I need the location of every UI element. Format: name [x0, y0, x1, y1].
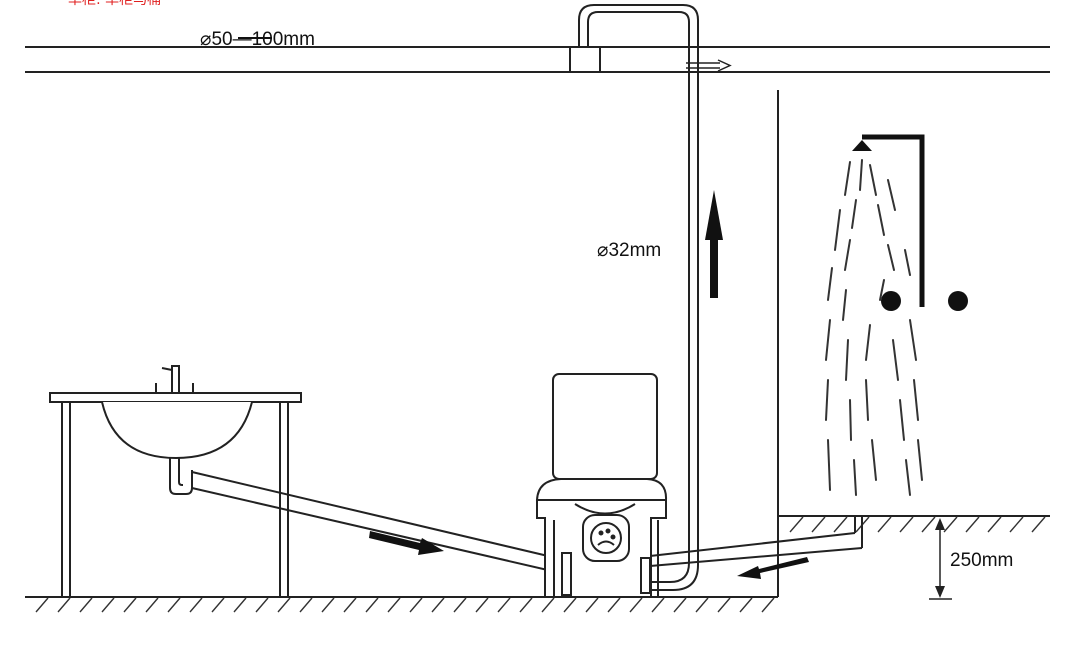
water-stream: [859, 159, 863, 191]
shower-valve-left: [881, 291, 901, 311]
hatch-mark: [585, 597, 599, 613]
hatch-mark: [365, 597, 379, 613]
hatch-mark: [877, 516, 892, 533]
hatch-mark: [321, 597, 335, 613]
hatch-mark: [255, 597, 269, 613]
hatch-mark: [211, 597, 225, 613]
sink-flow-arrow: [369, 531, 444, 555]
hatch-mark: [431, 597, 445, 613]
hatch-mark: [145, 597, 159, 613]
hatch-mark: [453, 597, 467, 613]
water-stream: [827, 439, 831, 491]
water-stream: [917, 439, 923, 481]
hatch-mark: [607, 597, 621, 613]
hatch-mark: [101, 597, 115, 613]
hatch-mark: [899, 516, 914, 533]
hatch-mark: [673, 597, 687, 613]
water-stream: [849, 399, 852, 441]
water-stream: [905, 459, 911, 496]
shower-valve-right: [948, 291, 968, 311]
water-stream: [913, 379, 919, 421]
toilet-macerator-unit: [535, 373, 668, 598]
sink-drain-pipe: [191, 471, 566, 575]
water-stream: [842, 289, 847, 321]
hatch-mark: [563, 597, 577, 613]
hatch-mark: [651, 597, 665, 613]
hatch-mark: [189, 597, 203, 613]
water-stream: [845, 339, 849, 381]
sink-icon: [49, 365, 302, 596]
hatch-mark: [167, 597, 181, 613]
hatch-mark: [475, 597, 489, 613]
water-stream: [865, 379, 869, 421]
hatch-mark: [277, 597, 291, 613]
water-stream: [825, 319, 831, 361]
water-stream: [827, 267, 833, 301]
water-stream: [869, 164, 877, 196]
floor-height-label: 250mm: [950, 550, 1013, 571]
raised-floor-hatching: [789, 516, 1046, 533]
hatch-mark: [1031, 516, 1046, 533]
floor: [25, 515, 1050, 598]
water-stream: [853, 459, 857, 496]
water-stream: [844, 161, 851, 196]
water-stream: [871, 439, 877, 481]
main-pipe-label: ⌀50—100mm: [200, 29, 315, 50]
hatch-mark: [789, 516, 804, 533]
hatch-mark: [629, 597, 643, 613]
water-stream: [909, 319, 917, 361]
riser-pipe: [578, 4, 699, 591]
water-stream: [844, 239, 851, 271]
water-stream: [899, 399, 905, 441]
hatch-mark: [761, 597, 775, 613]
hatch-mark: [343, 597, 357, 613]
hatch-mark: [541, 597, 555, 613]
hatch-mark: [409, 597, 423, 613]
water-stream: [887, 179, 896, 211]
hatch-mark: [387, 597, 401, 613]
hatch-mark: [57, 597, 71, 613]
water-stream: [877, 204, 885, 236]
shower-drain-pipe: [649, 516, 863, 567]
hatch-mark: [497, 597, 511, 613]
ceiling-main-pipe: [25, 46, 1050, 73]
main-pipe-flow-arrow: [686, 59, 732, 72]
water-stream: [904, 249, 911, 276]
hatch-mark: [811, 516, 826, 533]
hatch-mark: [739, 597, 753, 613]
water-stream: [825, 379, 829, 421]
hatch-mark: [987, 516, 1002, 533]
floor-hatching: [35, 597, 775, 613]
main-pipe-dimension: ⌀50—100mm: [200, 29, 315, 50]
header-text: 单柜: 单柜马桶: [68, 0, 161, 8]
hatch-mark: [299, 597, 313, 613]
water-stream: [879, 279, 885, 301]
water-stream: [892, 339, 899, 381]
shower-flow-arrow: [737, 557, 809, 579]
riser-pipe-label: ⌀32mm: [597, 240, 661, 261]
hatch-mark: [943, 516, 958, 533]
hatch-mark: [123, 597, 137, 613]
water-stream: [865, 324, 871, 361]
water-stream: [887, 244, 895, 271]
hatch-mark: [921, 516, 936, 533]
hatch-mark: [519, 597, 533, 613]
up-flow-arrow: [705, 190, 723, 298]
water-stream: [834, 209, 841, 251]
hatch-mark: [1009, 516, 1024, 533]
hatch-mark: [79, 597, 93, 613]
hatch-mark: [717, 597, 731, 613]
water-stream: [851, 199, 857, 229]
shower-water-streams: [825, 159, 923, 496]
hatch-mark: [233, 597, 247, 613]
floor-height-dimension: [929, 515, 952, 600]
hatch-mark: [833, 516, 848, 533]
hatch-mark: [965, 516, 980, 533]
hatch-mark: [35, 597, 49, 613]
shower-head-icon: [852, 134, 968, 311]
hatch-mark: [695, 597, 709, 613]
